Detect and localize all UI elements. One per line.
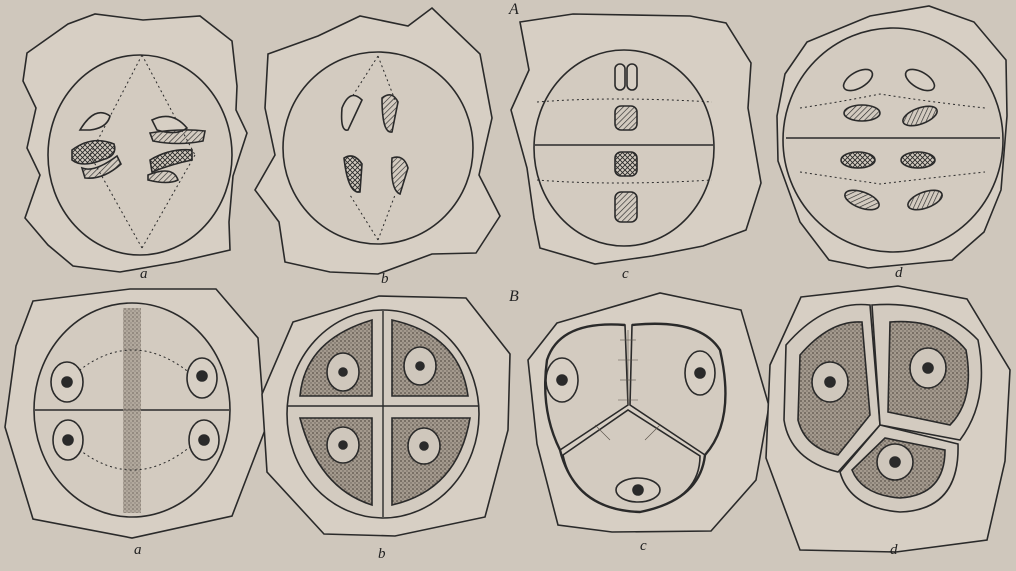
panel-label-b-a: a bbox=[134, 542, 142, 559]
nucleolus bbox=[63, 435, 73, 445]
panel-label-b-d: d bbox=[890, 542, 898, 559]
nucleolus bbox=[199, 435, 209, 445]
nucleus bbox=[783, 28, 1003, 252]
chromosome bbox=[615, 106, 637, 130]
chromosome bbox=[150, 130, 205, 144]
nucleolus bbox=[197, 371, 207, 381]
chromosome bbox=[844, 105, 880, 121]
chromosome bbox=[841, 152, 875, 168]
chromosome bbox=[615, 192, 637, 222]
cell-plate bbox=[123, 308, 141, 513]
panel-a-a bbox=[23, 14, 247, 272]
panel-a-d bbox=[777, 6, 1007, 268]
row-label-b: B bbox=[509, 288, 519, 306]
chromosome bbox=[901, 152, 935, 168]
chromosome bbox=[148, 171, 178, 183]
panel-b-d bbox=[766, 286, 1010, 552]
row-label-a: A bbox=[509, 1, 519, 19]
chromosome bbox=[615, 152, 637, 176]
panel-a-c bbox=[511, 14, 761, 264]
panel-b-c bbox=[528, 293, 769, 532]
panel-label-b-c: c bbox=[640, 538, 647, 555]
panel-label-a-d: d bbox=[895, 265, 903, 282]
panel-b-b bbox=[262, 296, 510, 536]
panel-label-a-a: a bbox=[140, 266, 148, 283]
chromosome bbox=[615, 64, 625, 90]
panel-label-a-b: b bbox=[381, 271, 389, 288]
chromosome bbox=[627, 64, 637, 90]
panel-label-b-b: b bbox=[378, 546, 386, 563]
nucleus bbox=[283, 52, 473, 244]
panel-b-a bbox=[5, 289, 265, 538]
panel-label-a-c: c bbox=[622, 266, 629, 283]
nucleolus bbox=[62, 377, 72, 387]
panel-a-b bbox=[255, 8, 500, 274]
